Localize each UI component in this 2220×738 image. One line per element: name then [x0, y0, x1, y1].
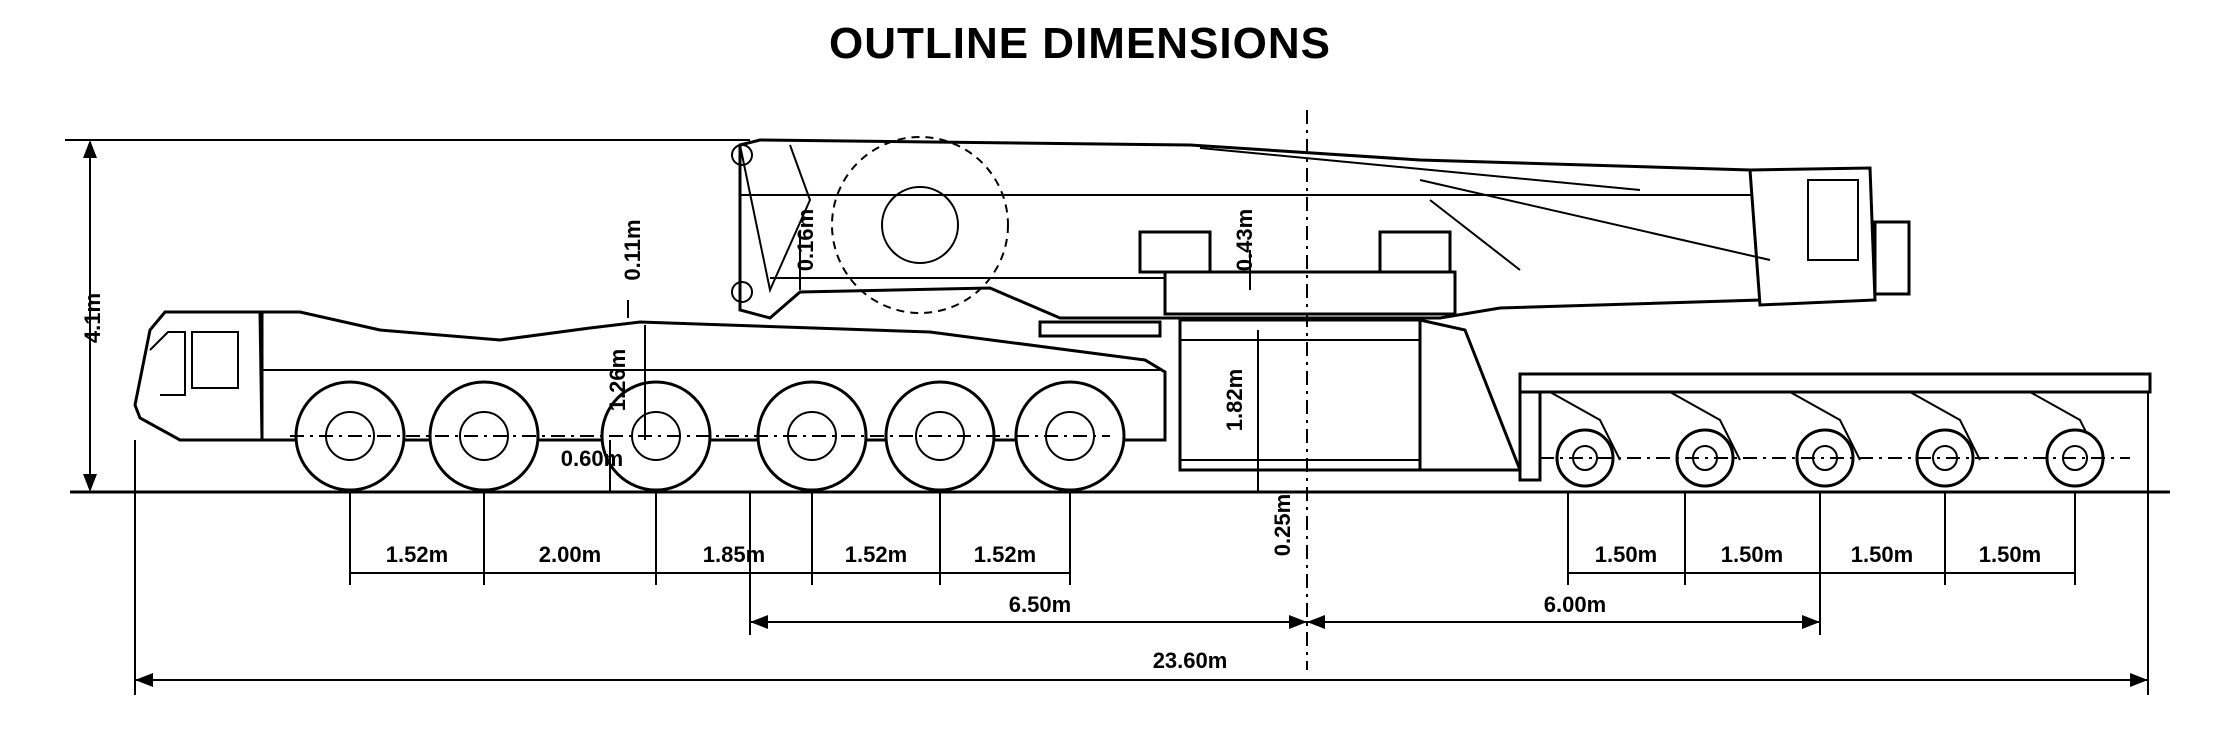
- wheel-hub: [459, 411, 509, 461]
- trailer-bogies: [1549, 391, 2105, 488]
- boom-brace: [1429, 199, 1521, 271]
- a-frame: [739, 144, 812, 294]
- dim-axle-spacing-2: 2.00m: [539, 542, 601, 567]
- dim-trailer-spacing-2: 1.50m: [1721, 542, 1783, 567]
- dim-axle-spacing-1: 1.52m: [386, 542, 448, 567]
- bogie-arm: [1789, 391, 1861, 461]
- trailer: [1518, 372, 2152, 488]
- base-body: [1178, 318, 1422, 472]
- carrier-truck: [133, 310, 1167, 492]
- dim-left-span: 6.50m: [1009, 592, 1071, 617]
- pivot-pin-top: [731, 144, 753, 166]
- dim-overall-height: 4.1m: [80, 293, 105, 343]
- drawing-title: OUTLINE DIMENSIONS: [829, 19, 1331, 68]
- crane-upper: [731, 136, 1911, 320]
- boom-body: [738, 138, 1762, 320]
- front-deck-plate: [1038, 320, 1162, 338]
- bogie-arm: [1909, 391, 1981, 461]
- dim-trailer-spacing-4: 1.50m: [1979, 542, 2041, 567]
- trailer-wheel: [1555, 428, 1615, 488]
- operator-cab: [1748, 166, 1877, 307]
- central-base: [1178, 318, 1523, 472]
- dim-base-height: 1.82m: [1222, 369, 1247, 431]
- dim-trailer-spacing-1: 1.50m: [1595, 542, 1657, 567]
- pivot-pin-bottom: [731, 281, 753, 303]
- support-block-right: [1378, 230, 1452, 274]
- dim-deck-height: 1.26m: [605, 349, 630, 411]
- bogie-arm: [1669, 391, 1741, 461]
- dim-pivot-height: 0.16m: [793, 209, 818, 271]
- dim-axle-spacing-5: 1.52m: [974, 542, 1036, 567]
- dim-overall-length: 23.60m: [1153, 648, 1228, 673]
- dimension-lines: [65, 139, 2149, 695]
- dim-wheel-radius: 0.60m: [561, 446, 623, 471]
- turntable: [1163, 270, 1457, 316]
- dim-ground-clearance: 0.25m: [1270, 494, 1295, 556]
- operator-cab-window: [1807, 179, 1859, 261]
- bogie-arm: [1549, 391, 1621, 461]
- dim-mast-offset: 0.11m: [620, 219, 645, 280]
- winch-hub: [881, 186, 959, 264]
- counterweight: [1873, 220, 1911, 296]
- support-block-left: [1138, 230, 1212, 274]
- dim-axle-spacing-3: 1.85m: [703, 542, 765, 567]
- boom-cylinder: [1199, 147, 1641, 191]
- trailer-front: [1518, 390, 1542, 482]
- dim-right-span: 6.00m: [1544, 592, 1606, 617]
- trailer-deck: [1518, 372, 2152, 394]
- boom-strut: [1419, 179, 1771, 261]
- base-wedge: [1418, 318, 1523, 472]
- dim-boom-clearance: 0.43m: [1232, 209, 1257, 271]
- cab-windshield: [149, 331, 186, 396]
- winch-drum: [831, 136, 1009, 314]
- dim-trailer-spacing-3: 1.50m: [1851, 542, 1913, 567]
- dim-axle-spacing-4: 1.52m: [845, 542, 907, 567]
- cab-window: [191, 331, 239, 389]
